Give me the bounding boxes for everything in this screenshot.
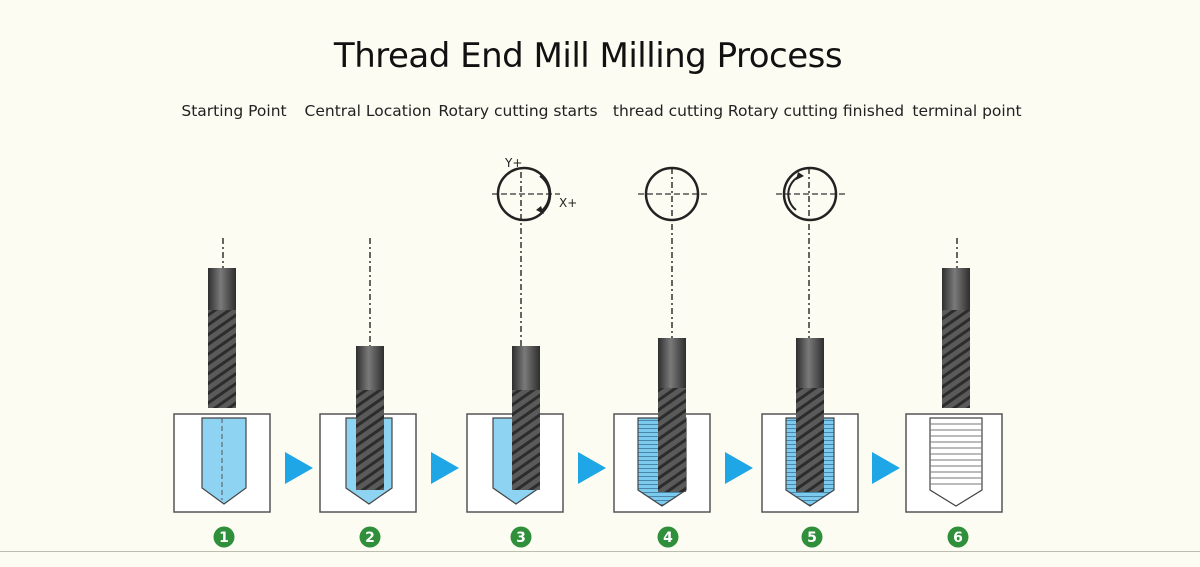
step-number: 3 — [516, 530, 526, 546]
step-badge-5: 5 — [801, 526, 823, 548]
threaded-hole — [929, 417, 983, 507]
next-arrow-icon — [872, 452, 900, 484]
tool-flutes — [942, 310, 970, 408]
tool-flutes — [208, 310, 236, 408]
step-label-1: Starting Point — [181, 102, 287, 120]
rotation-circle — [782, 166, 838, 222]
step-6-figure — [905, 238, 1003, 513]
step-badge-6: 6 — [947, 526, 969, 548]
tool-flutes — [512, 390, 540, 490]
rotation-arrow-icon — [787, 175, 801, 211]
tool-shank — [942, 268, 970, 310]
step-5-figure — [761, 166, 859, 513]
step-number: 4 — [663, 530, 673, 546]
rotation-circle — [644, 166, 700, 222]
step-badge-2: 2 — [359, 526, 381, 548]
step-number: 5 — [807, 530, 817, 546]
step-number: 2 — [365, 530, 375, 546]
next-arrow-icon — [578, 452, 606, 484]
step-label-6: terminal point — [912, 102, 1022, 120]
step-number: 6 — [953, 530, 963, 546]
next-arrow-icon — [285, 452, 313, 484]
step-label-4: thread cutting — [612, 102, 724, 120]
tool-flutes — [658, 388, 686, 492]
tool-shank — [356, 346, 384, 390]
axis-label-x: X+ — [559, 196, 577, 210]
next-arrow-icon — [725, 452, 753, 484]
page-title: Thread End Mill Milling Process — [333, 36, 843, 76]
step-badge-1: 1 — [213, 526, 235, 548]
step-label-3: Rotary cutting starts — [438, 102, 598, 120]
step-1-figure — [173, 238, 271, 513]
tool-shank — [512, 346, 540, 390]
step-label-2: Central Location — [304, 102, 432, 120]
step-badge-4: 4 — [657, 526, 679, 548]
axis-label-y: Y+ — [504, 156, 522, 170]
step-3-figure: Y+ X+ — [466, 156, 577, 513]
next-arrow-icon — [431, 452, 459, 484]
divider — [0, 551, 1200, 552]
step-4-figure — [613, 166, 711, 513]
tool-flutes — [796, 388, 824, 492]
tool-shank — [796, 338, 824, 388]
thread-marks — [930, 423, 982, 485]
drilled-hole — [201, 417, 247, 505]
step-label-5: Rotary cutting finished — [727, 102, 905, 120]
step-badge-3: 3 — [510, 526, 532, 548]
tool-shank — [208, 268, 236, 310]
step-2-figure — [319, 238, 417, 513]
tool-flutes — [356, 390, 384, 490]
rotation-arrow-icon — [539, 175, 551, 213]
step-number: 1 — [219, 530, 229, 546]
tool-shank — [658, 338, 686, 388]
